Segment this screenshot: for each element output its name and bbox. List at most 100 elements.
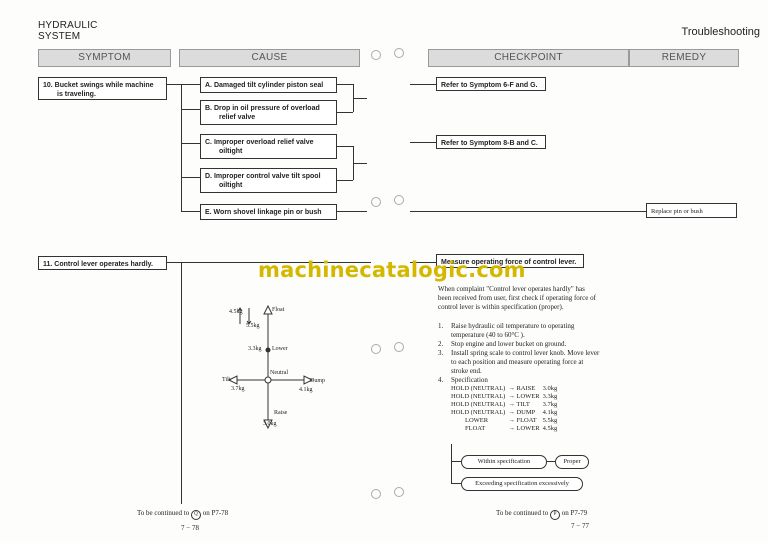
cause-10d-box: D. Improper control valve tilt spool oil… [200,168,337,193]
checkpoint-10-2-box: Refer to Symptom 8-B and C. [436,135,546,149]
connector [451,444,452,484]
symptom-10-line1: 10. Bucket swings while machine [43,82,154,89]
diagram-tilt-label: Tilt [222,377,231,383]
connector [451,461,461,462]
spec-force: 4.5kg [542,425,558,432]
section-title-line1: HYDRAULIC [38,20,98,31]
remedy-10-text: Replace pin or bush [651,208,703,215]
binder-hole [371,344,381,354]
spec-from: HOLD (NEUTRAL) [451,409,506,416]
diagram-dump-label: Dump [310,378,325,384]
step-2-number: 2. [438,340,444,348]
connector [181,109,200,110]
diagram-float-label: Float [272,307,285,313]
checkpoint-10-2-text: Refer to Symptom 8-B and C. [441,140,538,147]
connector [167,84,181,85]
connector [181,177,200,178]
spec-to: → LOWER [508,425,540,432]
footer-left-page-ref: on P7-78 [202,509,229,517]
symptom-11-box: 11. Control lever operates hardly. [38,256,167,270]
step-2-text: Stop engine and lower bucket on ground. [451,340,567,348]
column-header-checkpoint: CHECKPOINT [428,49,629,67]
column-header-cause: CAUSE [179,49,360,67]
diagram-raise-force: 3.0kg [263,421,277,427]
diagram-lower-force: 3.3kg [248,346,262,352]
connector [353,163,367,164]
watermark: machinecatalogic.com [258,258,526,282]
diagram-dump-force: 4.1kg [299,387,313,393]
section-title: HYDRAULIC SYSTEM [38,20,98,42]
diagram-up-force-2: 5.5kg [246,323,260,329]
binder-hole [394,342,404,352]
column-header-remedy: REMEDY [629,49,739,67]
connector [337,180,353,181]
footer-right-page-number: 7 − 77 [571,522,589,530]
spec-to: → FLOAT [508,417,537,424]
connector [181,262,182,504]
cause-10c-box: C. Improper overload relief valve oiltig… [200,134,337,159]
footer-right-page-ref: on P7-79 [561,509,588,517]
checkpoint-11-title: Measure operating force of control lever… [441,259,577,266]
spec-force: 5.5kg [542,417,558,424]
cause-10d-line2: oiltight [219,182,243,189]
connector [410,262,436,263]
connector [410,211,646,212]
connector [337,146,353,147]
spec-from: HOLD (NEUTRAL) [451,385,506,392]
table-row: LOWER → FLOAT 5.5kg [451,417,560,425]
binder-hole [371,197,381,207]
footer-left-continue-text: To be continued to [137,509,190,517]
footer-left-continue: To be continued to Q on P7-78 [137,509,228,520]
symptom-10-line2: is traveling. [57,91,96,98]
spec-force: 3.3kg [542,393,558,400]
step-4-number: 4. [438,376,444,384]
spec-from: LOWER [465,417,489,424]
spec-force: 4.1kg [542,409,558,416]
cause-10e-text: E. Worn shovel linkage pin or bush [205,209,322,216]
footer-left-symbol-icon: Q [190,510,201,520]
connector [337,112,353,113]
footer-right-continue: To be continued to P on P7-79 [496,509,587,520]
spec-to: → RAISE [508,385,536,392]
binder-hole [394,195,404,205]
cause-10b-line1: B. Drop in oil pressure of overload [205,105,320,112]
connector [181,262,371,263]
connector [547,461,555,462]
proper-pill: Proper [555,455,589,469]
connector [337,84,353,85]
cause-10a-box: A. Damaged tilt cylinder piston seal [200,77,337,93]
diagram-up-force-1: 4.5kg [229,309,243,315]
symptom-10-box: 10. Bucket swings while machine is trave… [38,77,167,100]
binder-hole [371,489,381,499]
binder-hole [394,48,404,58]
step-4-text: Specification [451,376,488,384]
footer-right-continue-text: To be continued to [496,509,549,517]
spec-from: HOLD (NEUTRAL) [451,401,506,408]
connector [181,84,182,212]
step-3-number: 3. [438,349,444,357]
cause-10c-line2: oiltight [219,148,243,155]
cause-10e-box: E. Worn shovel linkage pin or bush [200,204,337,220]
cause-10b-box: B. Drop in oil pressure of overload reli… [200,100,337,125]
connector [451,483,461,484]
spec-force: 3.7kg [542,401,558,408]
lever-diagram [227,304,314,430]
diagram-lower-label: Lower [272,346,288,352]
connector [410,142,436,143]
exceeding-spec-pill: Exceeding specification excessively [461,477,583,491]
connector [181,211,200,212]
connector [181,84,200,85]
diagram-tilt-force: 3.7kg [231,386,245,392]
connector [410,84,436,85]
footer-left-page-number: 7 − 78 [181,524,199,532]
binder-hole [394,487,404,497]
diagram-raise-label: Raise [274,410,288,416]
step-1-text: Raise hydraulic oil temperature to opera… [451,322,575,339]
spec-from: FLOAT [465,425,486,432]
cause-10b-line2: relief valve [219,114,256,121]
